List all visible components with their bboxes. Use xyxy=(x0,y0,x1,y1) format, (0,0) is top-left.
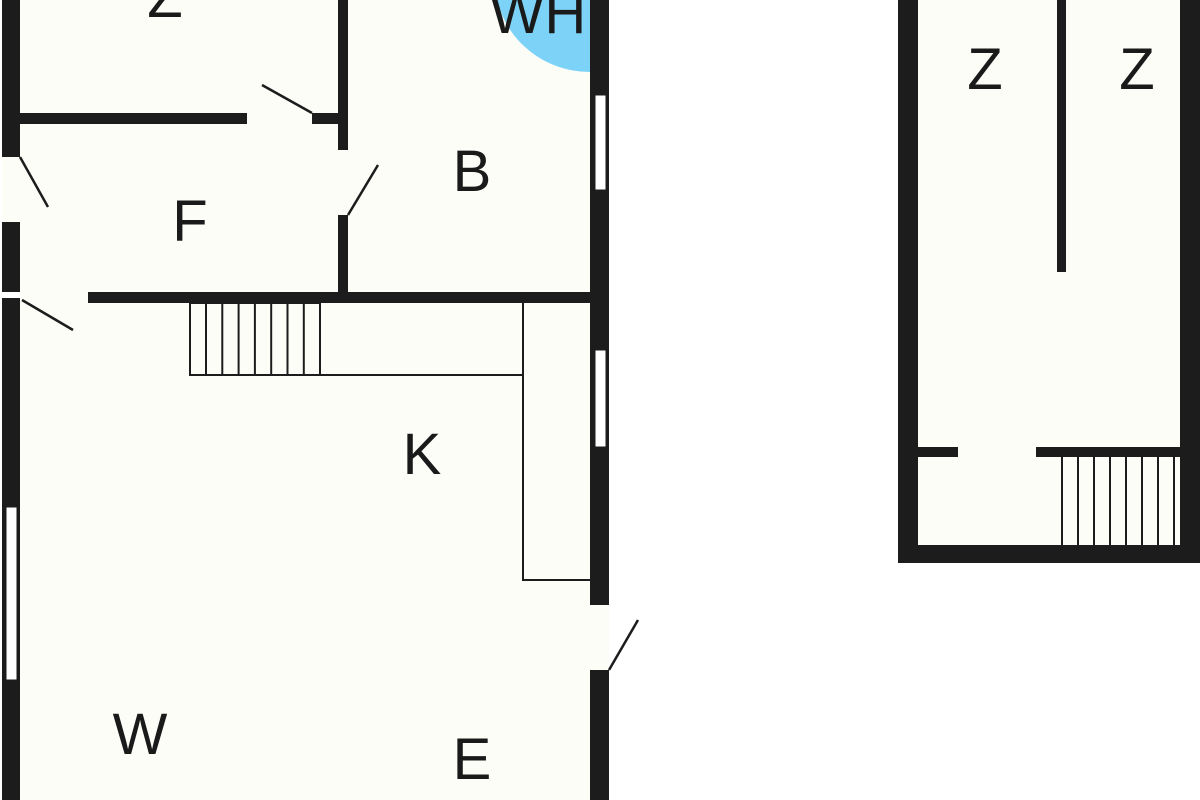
wall xyxy=(1036,447,1180,457)
wall xyxy=(338,0,348,150)
wall xyxy=(2,222,20,292)
room-label-e: E xyxy=(452,727,492,792)
room-label-w: W xyxy=(112,702,168,767)
wall xyxy=(898,545,1200,563)
wall xyxy=(918,447,958,457)
wall xyxy=(2,0,20,157)
stair-steps xyxy=(1061,457,1175,545)
door-swing xyxy=(261,83,313,115)
wall xyxy=(338,215,348,297)
wall xyxy=(590,670,609,800)
door-opening xyxy=(590,605,609,670)
room-label-k: K xyxy=(402,422,442,487)
wall xyxy=(590,0,609,605)
door-opening xyxy=(2,157,20,222)
room-label-wh: WH xyxy=(489,0,587,46)
wall xyxy=(88,292,590,303)
stair-steps xyxy=(205,303,305,375)
door-swing xyxy=(18,156,50,208)
main-building-floor xyxy=(20,0,590,800)
door-swing xyxy=(21,298,74,332)
window xyxy=(5,506,18,681)
room-label-z: Z xyxy=(147,0,182,27)
room-label-b: B xyxy=(452,139,492,204)
wall xyxy=(1180,0,1200,563)
wall xyxy=(1057,0,1066,272)
window xyxy=(594,94,607,191)
wall xyxy=(312,113,348,124)
door-swing xyxy=(607,619,640,671)
room-label-annex-z-left: Z xyxy=(967,37,1003,102)
room-label-f: F xyxy=(172,189,208,254)
wall xyxy=(20,113,247,124)
door-swing xyxy=(346,164,380,216)
room-label-annex-z-right: Z xyxy=(1119,37,1155,102)
water-heater-area xyxy=(497,0,590,72)
wall xyxy=(898,0,918,563)
counter xyxy=(522,303,590,581)
window xyxy=(594,349,607,448)
